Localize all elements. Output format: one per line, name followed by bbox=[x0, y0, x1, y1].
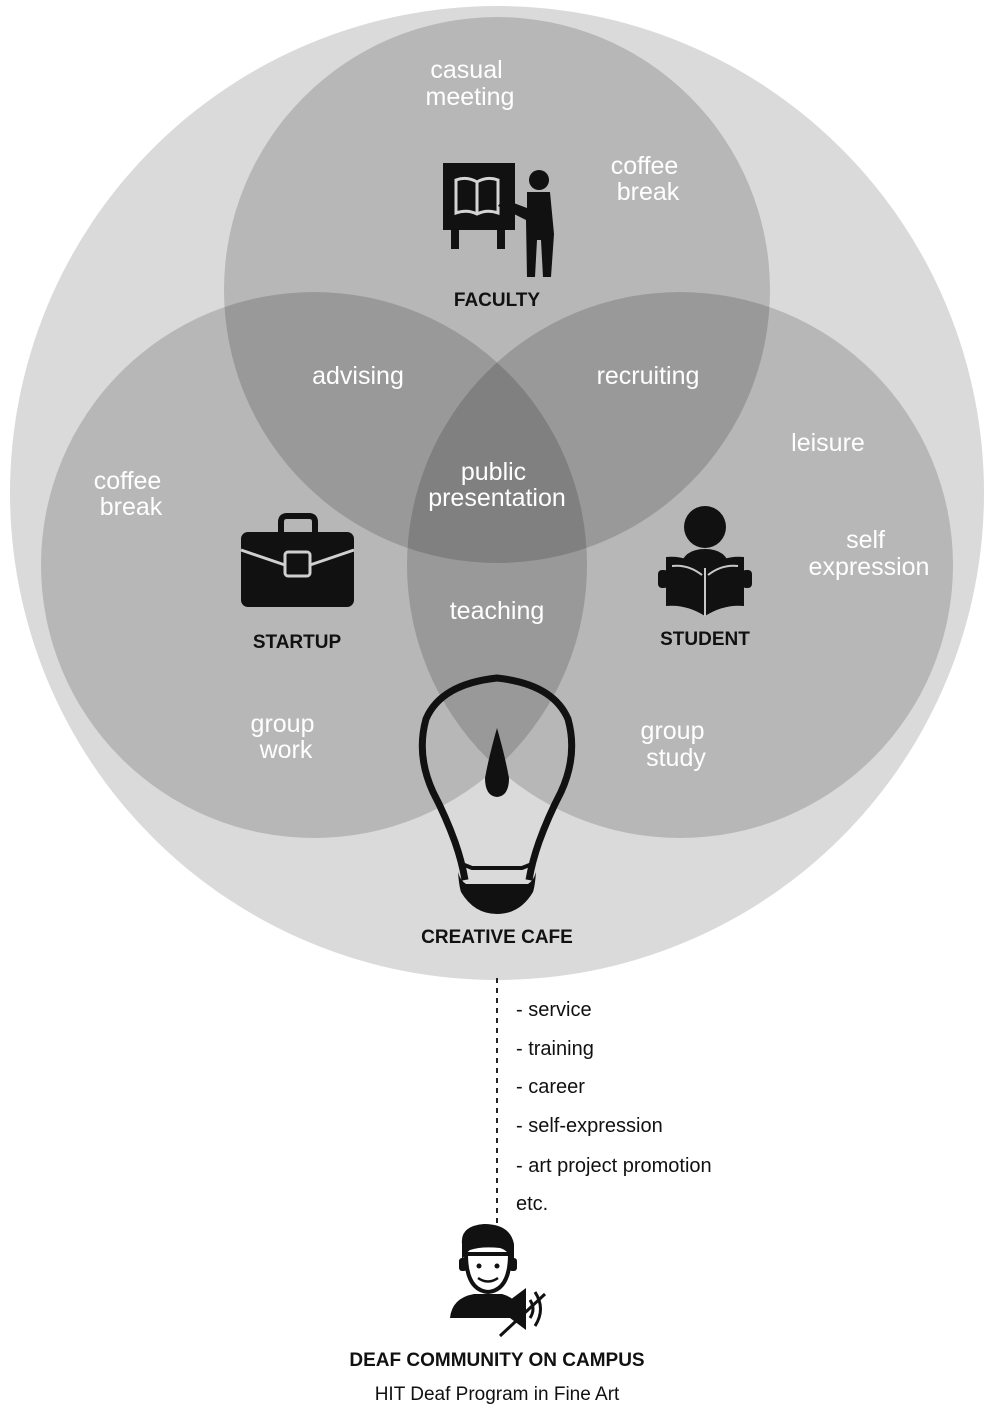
circle-faculty bbox=[224, 17, 770, 563]
overlap-teaching: teaching bbox=[450, 597, 545, 625]
cafe-label: CREATIVE CAFE bbox=[421, 927, 573, 948]
activity-group-study: group study bbox=[641, 717, 712, 772]
activity-group-work: group work bbox=[251, 710, 322, 764]
activity-self-expression: self expression bbox=[809, 526, 930, 581]
outer-circle bbox=[10, 6, 984, 980]
teacher-at-board-icon bbox=[443, 163, 554, 277]
benefit-item: etc. bbox=[516, 1193, 548, 1215]
briefcase-icon bbox=[240, 513, 355, 607]
benefit-item: - career bbox=[516, 1076, 585, 1098]
overlap-advising: advising bbox=[312, 362, 404, 390]
overlap-public-presentation: public presentation bbox=[428, 458, 566, 512]
community-subtitle: HIT Deaf Program in Fine Art bbox=[375, 1384, 620, 1405]
activity-casual-meeting: casual meeting bbox=[426, 56, 515, 111]
faculty-label: FACULTY bbox=[454, 290, 541, 311]
benefit-item: - service bbox=[516, 999, 592, 1021]
activity-leisure: leisure bbox=[791, 429, 865, 457]
lightbulb-icon bbox=[418, 674, 576, 914]
activity-faculty-coffee-break: coffee break bbox=[611, 152, 686, 206]
startup-label: STARTUP bbox=[253, 632, 342, 653]
community-title: DEAF COMMUNITY ON CAMPUS bbox=[349, 1350, 644, 1371]
reading-student-icon bbox=[658, 506, 752, 616]
benefits-list: - service - training - career - self-exp… bbox=[516, 999, 712, 1215]
benefit-item: - art project promotion bbox=[516, 1155, 712, 1177]
benefit-item: - self-expression bbox=[516, 1115, 663, 1137]
student-label: STUDENT bbox=[660, 629, 750, 650]
deaf-person-icon bbox=[450, 1224, 547, 1338]
benefit-item: - training bbox=[516, 1038, 594, 1060]
overlap-recruiting: recruiting bbox=[597, 362, 700, 390]
activity-startup-coffee-break: coffee break bbox=[94, 467, 169, 521]
